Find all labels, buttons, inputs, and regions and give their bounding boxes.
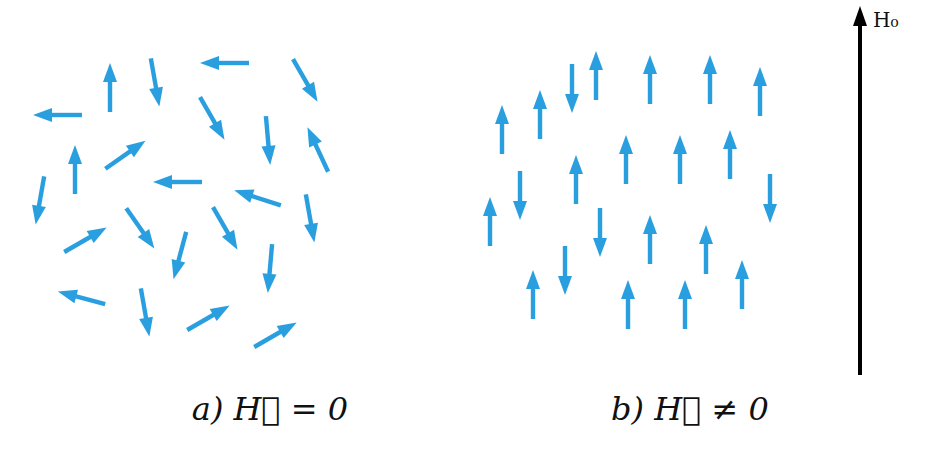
- dipole-arrow: [167, 230, 193, 281]
- dipole-arrow: [134, 287, 156, 338]
- dipole-arrow: [200, 56, 249, 70]
- dipole-arrow: [643, 215, 657, 264]
- dipole-arrow: [33, 108, 82, 122]
- field-arrow: [853, 6, 867, 375]
- dipole-arrow: [513, 171, 527, 220]
- dipole-arrow: [103, 63, 117, 112]
- dipole-arrow: [619, 135, 633, 184]
- dipole-arrow: [184, 299, 233, 336]
- dipole-arrow: [207, 204, 244, 253]
- aligned-dipoles: [483, 51, 777, 329]
- dipole-arrow: [589, 51, 603, 100]
- dipole-arrow: [621, 280, 635, 329]
- caption-label: b) H⃗ ≠ 0: [611, 390, 769, 428]
- dipole-arrow: [287, 56, 324, 105]
- dipole-arrow: [251, 316, 300, 353]
- dipole-arrow: [101, 135, 149, 175]
- dipole-arrow: [763, 174, 777, 223]
- dipole-arrow: [526, 270, 540, 319]
- field-head: [853, 6, 867, 26]
- dipole-arrow: [723, 130, 737, 179]
- dipole-arrow: [703, 55, 717, 104]
- dipole-arrow: [29, 175, 51, 226]
- dipole-arrow: [61, 221, 110, 258]
- dipole-arrow: [643, 55, 657, 104]
- dipole-arrow: [232, 184, 283, 212]
- dipole-arrow: [533, 90, 547, 139]
- dipole-arrow: [699, 225, 713, 274]
- field-label: H₀: [873, 8, 898, 32]
- dipole-arrow: [569, 155, 583, 204]
- field-shaft: [858, 24, 862, 375]
- dipole-arrow: [495, 105, 509, 154]
- dipole-arrow: [735, 260, 749, 309]
- dipole-arrow: [194, 94, 231, 143]
- random-dipoles: [29, 56, 335, 353]
- dipole-arrow: [673, 135, 687, 184]
- caption-label: a) H⃗ = 0: [192, 390, 348, 428]
- dipole-arrow: [558, 246, 572, 295]
- dipole-arrow: [593, 208, 607, 257]
- dipole-arrow: [678, 280, 692, 329]
- dipole-arrow: [483, 197, 497, 246]
- dipole-arrow: [121, 204, 161, 252]
- dipole-arrow: [261, 243, 279, 293]
- dipole-arrow: [299, 193, 321, 244]
- dipole-arrow: [68, 145, 82, 194]
- dipole-arrow: [144, 57, 166, 108]
- dipole-arrow: [153, 175, 202, 189]
- dipole-arrow: [301, 124, 334, 174]
- dipole-arrow: [565, 64, 579, 113]
- dipole-arrow: [56, 285, 107, 311]
- dipole-arrow: [753, 67, 767, 116]
- dipole-arrow: [259, 115, 277, 165]
